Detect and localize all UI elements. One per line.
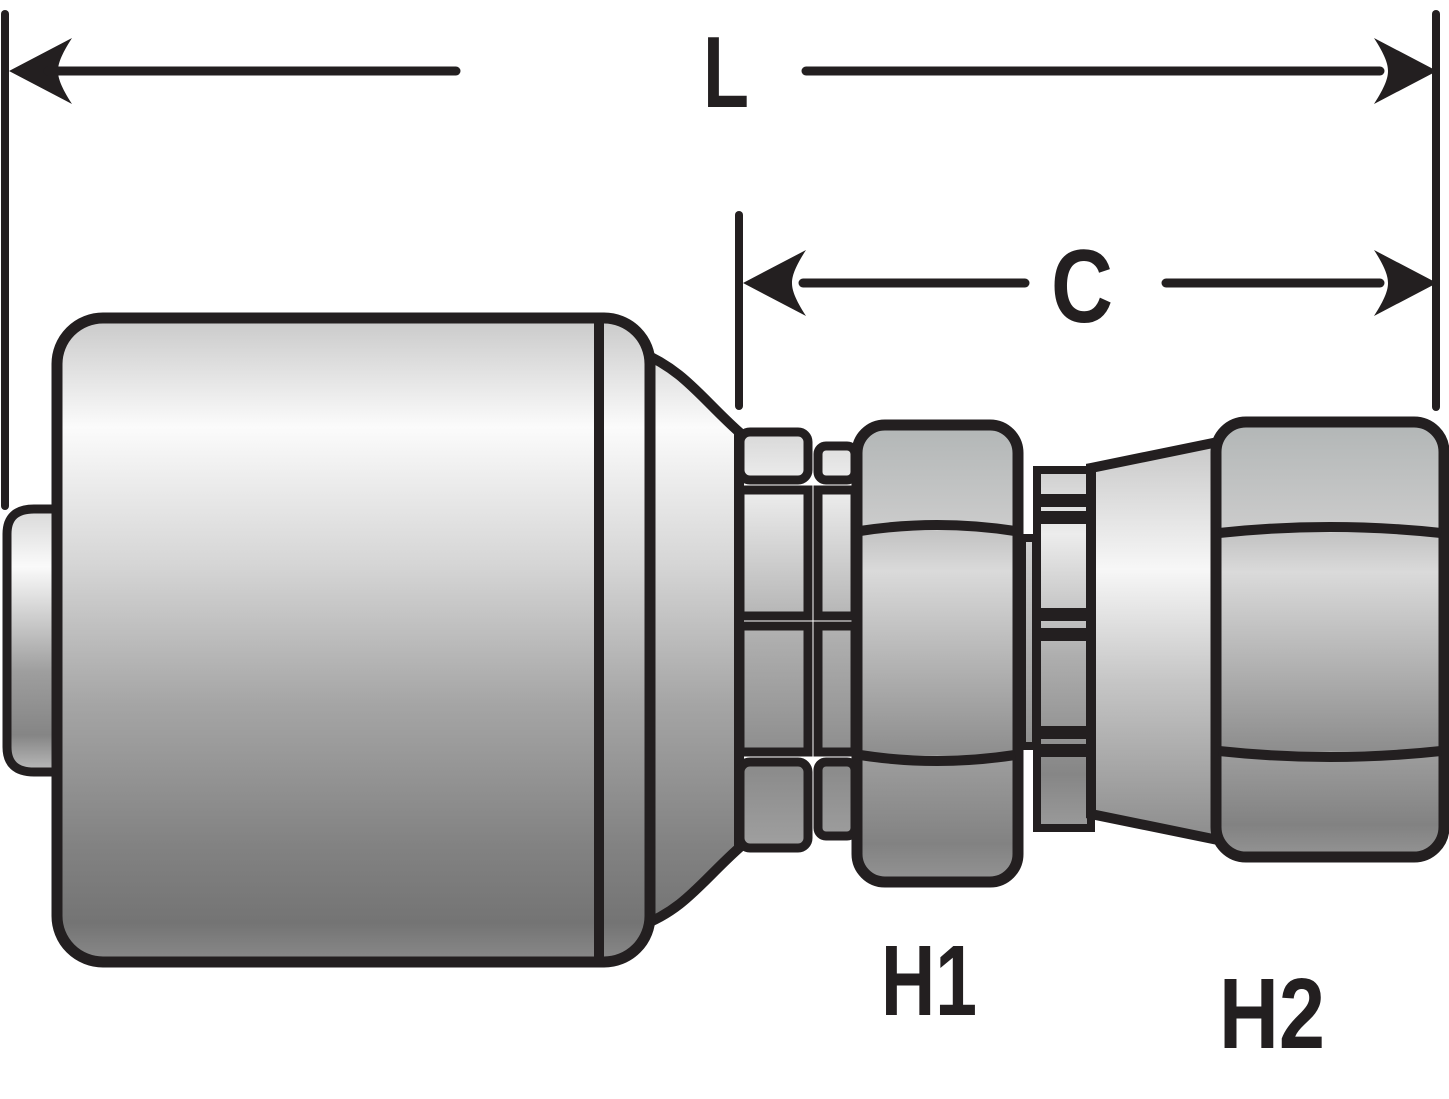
hex-nut-h1-facet-mid bbox=[857, 531, 1018, 755]
collar-ring-b bbox=[813, 441, 860, 841]
hose-stub bbox=[2, 504, 65, 777]
crimp-shell bbox=[51, 312, 656, 968]
c-arrowhead-left-icon bbox=[743, 250, 806, 316]
dimension-label-l: L bbox=[703, 17, 749, 129]
dimension-label-c: C bbox=[1051, 229, 1113, 345]
hex-nut-h1-facet-top bbox=[857, 425, 1018, 531]
hex-flat-label-h1: H1 bbox=[881, 925, 977, 1037]
hex-nut-h2-facet-top bbox=[1216, 422, 1444, 533]
swivel-cone bbox=[1086, 435, 1223, 847]
swivel-groove-stack bbox=[1033, 466, 1095, 832]
hex-nut-h1 bbox=[851, 419, 1024, 888]
hex-nut-h2-facet-bottom bbox=[1216, 751, 1444, 857]
hex-flat-label-h2: H2 bbox=[1219, 958, 1325, 1070]
hex-nut-h2 bbox=[1210, 416, 1449, 863]
hex-nut-h2-facet-mid bbox=[1216, 533, 1444, 751]
dimension-l bbox=[1, 10, 1440, 510]
hex-nut-h1-facet-bottom bbox=[857, 755, 1018, 882]
fitting-illustration bbox=[2, 312, 1449, 968]
dimension-c bbox=[735, 211, 1437, 410]
collar-ring-a bbox=[735, 427, 813, 853]
shell-cone bbox=[635, 344, 744, 934]
